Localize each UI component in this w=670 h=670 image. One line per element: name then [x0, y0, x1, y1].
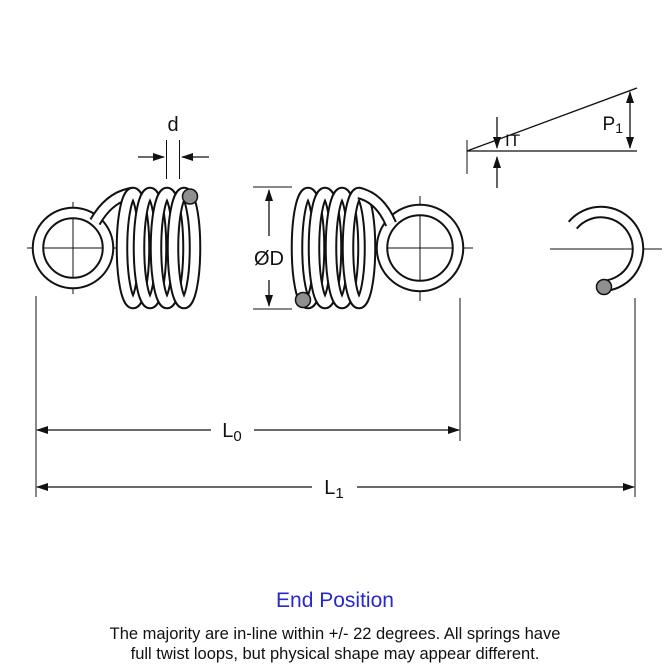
wire-cross-section-bottom: [294, 291, 312, 309]
hook-tip-cross-section: [595, 278, 613, 296]
coil-section-1: [115, 186, 202, 310]
dim-l1: L1: [36, 477, 635, 502]
dim-outer-diameter: ØD: [253, 186, 292, 310]
dim-p1: P1: [466, 87, 638, 174]
coil-section-2: [290, 186, 377, 310]
right-hook-coil-connector: [357, 186, 397, 227]
d-label: d: [167, 114, 178, 136]
dim-wire-diameter: d: [138, 114, 209, 179]
note-line-2: full twist loops, but physical shape may…: [131, 645, 540, 663]
it-label: IT: [505, 131, 520, 150]
dim-it: IT: [493, 117, 520, 188]
dim-l0: L0: [36, 420, 460, 445]
left-hook: [31, 206, 115, 290]
note-line-1: The majority are in-line within +/- 22 d…: [110, 625, 561, 643]
right-hook: [375, 203, 465, 293]
l1-label: L1: [324, 477, 343, 502]
end-position-hook: [567, 205, 645, 296]
wire-cross-section-top: [181, 188, 199, 205]
spring-drawing: [27, 186, 662, 310]
od-label: ØD: [254, 248, 284, 270]
dimensions: d ØD L0 L1: [35, 87, 638, 502]
caption-end-position: End Position: [276, 589, 394, 612]
l0-label: L0: [222, 420, 241, 445]
p1-label: P1: [603, 114, 624, 136]
